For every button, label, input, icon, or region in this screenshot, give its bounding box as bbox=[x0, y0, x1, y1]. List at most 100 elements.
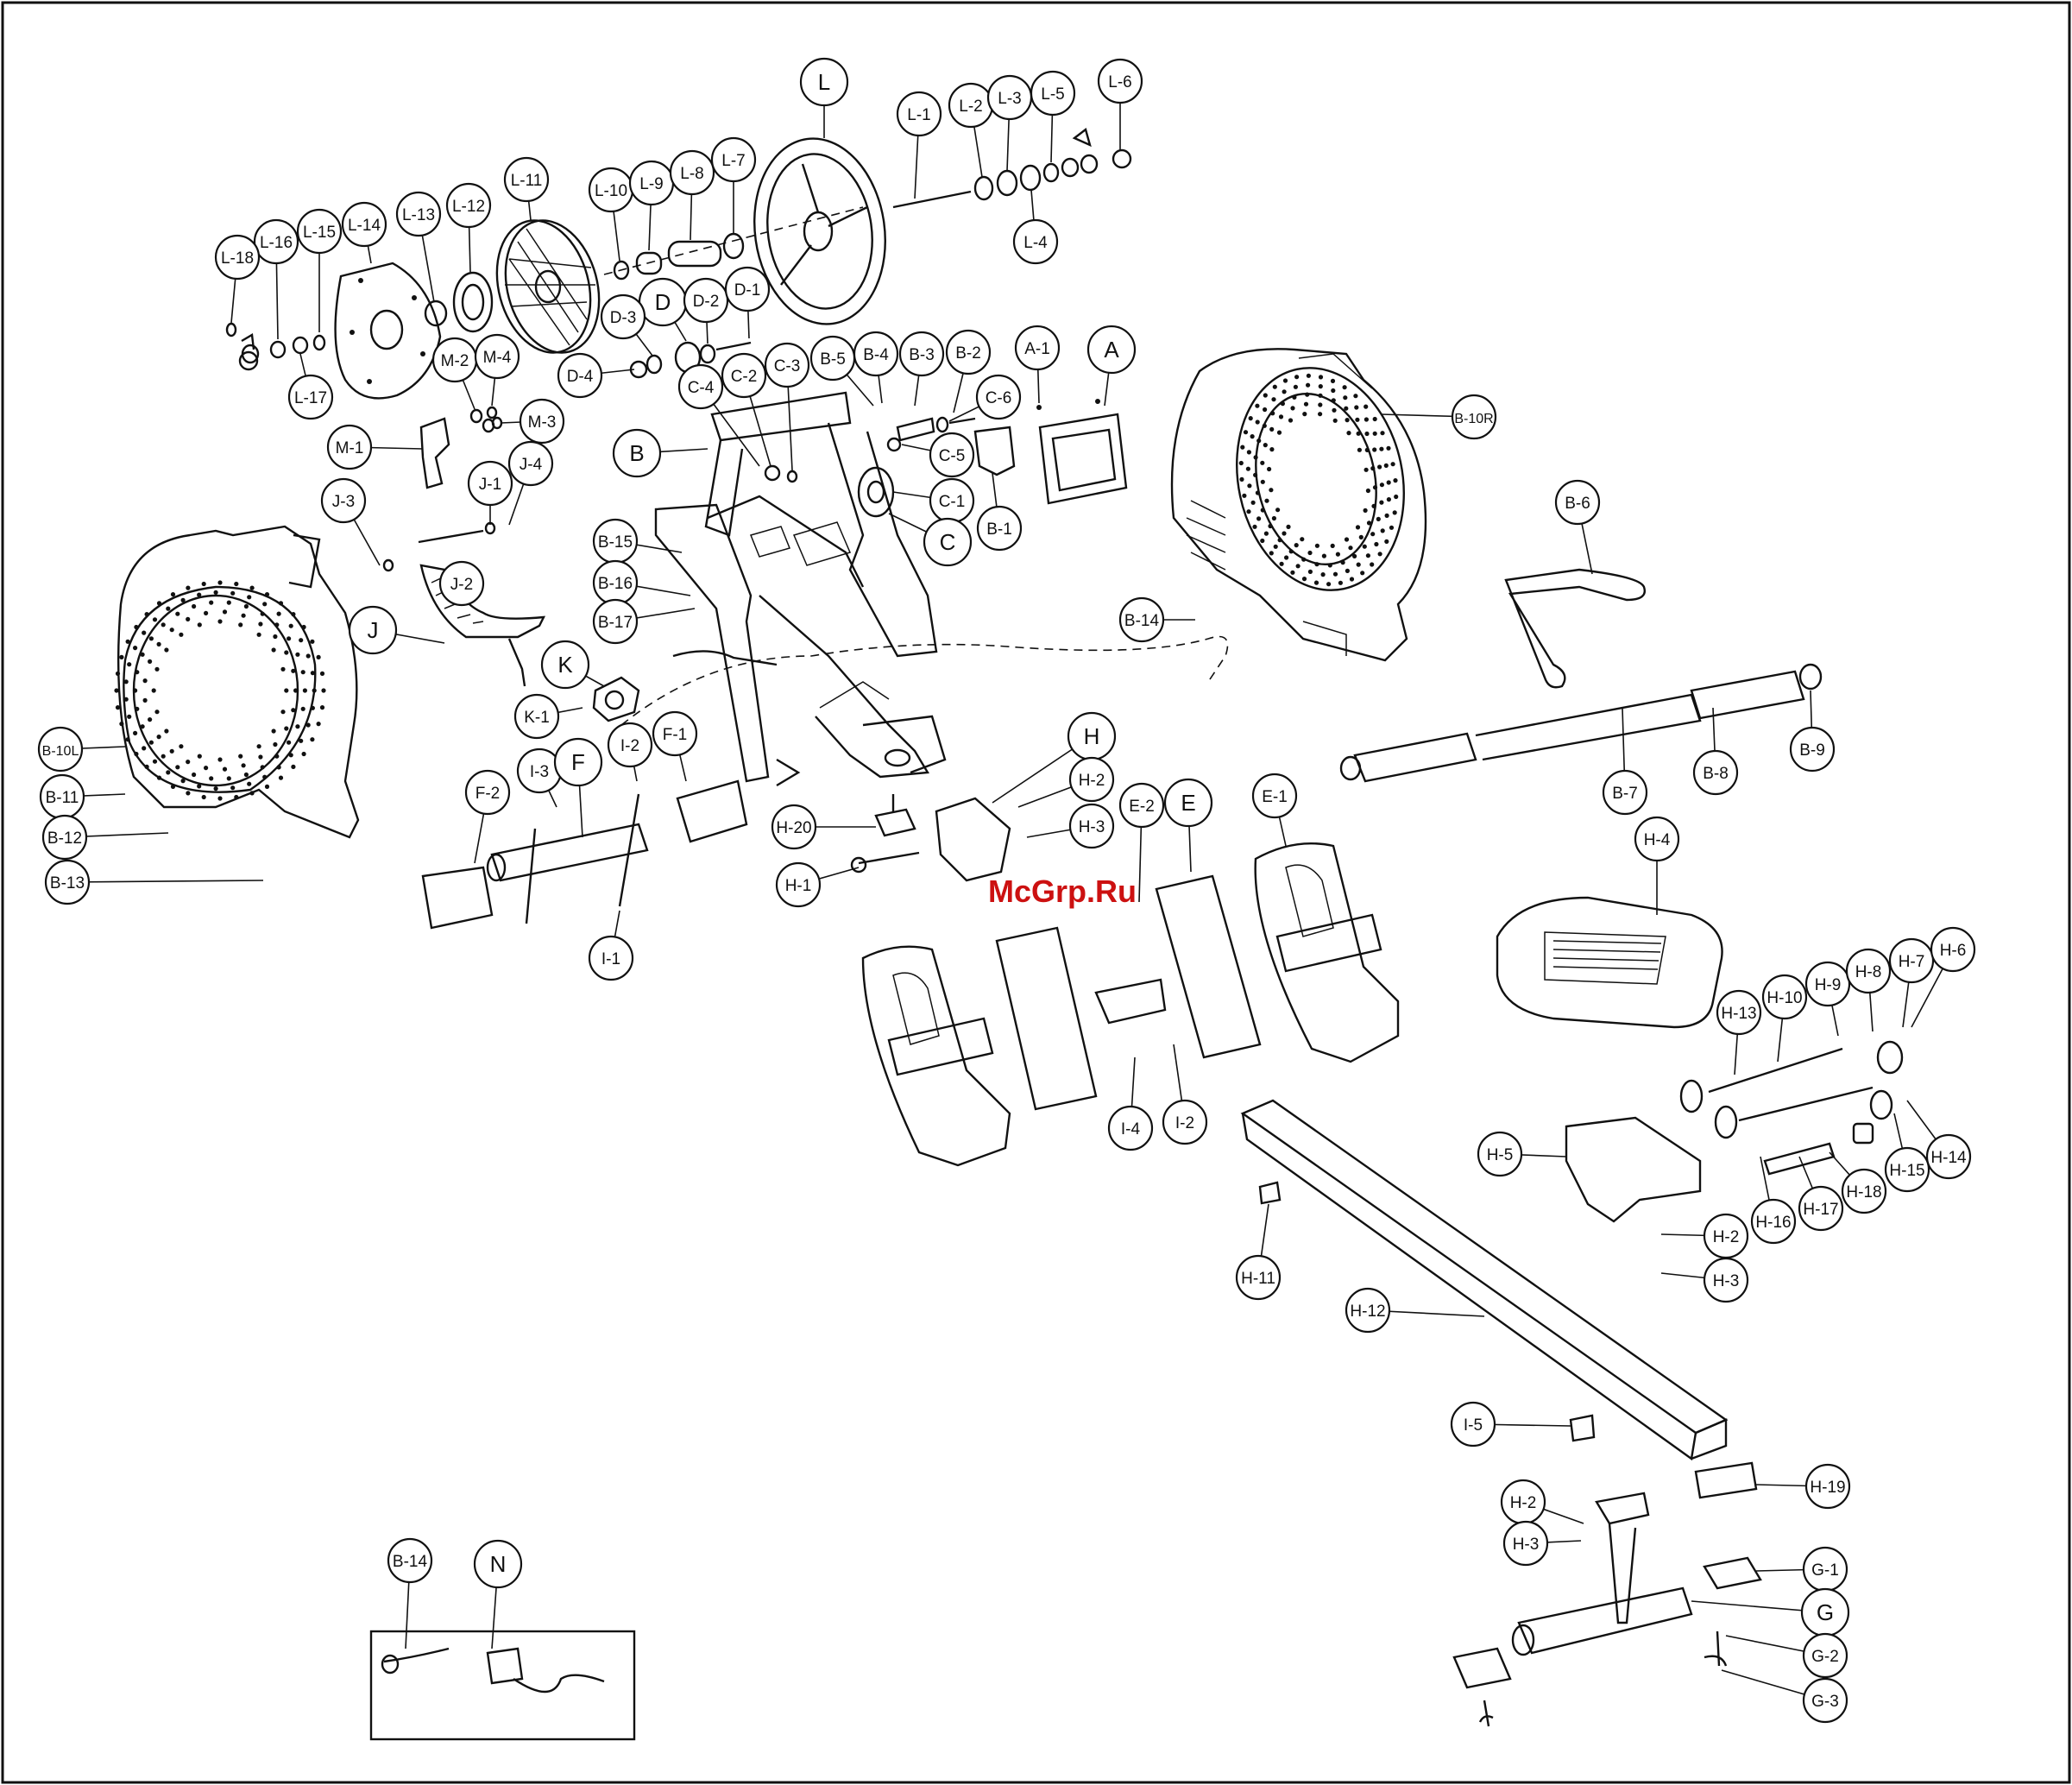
callout-label: L-11 bbox=[511, 172, 543, 190]
perforation-dot bbox=[249, 585, 255, 590]
perforation-dot bbox=[1239, 476, 1244, 483]
callout-label: I-5 bbox=[1464, 1416, 1483, 1435]
callout-label: M-2 bbox=[441, 352, 469, 370]
sensor-K bbox=[592, 676, 640, 722]
perforation-dot bbox=[1331, 398, 1336, 403]
perforation-dot bbox=[247, 595, 252, 600]
callout-label: L bbox=[818, 69, 830, 95]
callout-A-1: A-1 bbox=[1014, 325, 1061, 404]
callout-bubble bbox=[683, 277, 729, 324]
callout-H-3c: H-3 bbox=[1502, 1520, 1582, 1567]
callout-bubble bbox=[445, 182, 492, 229]
perforation-dot bbox=[1306, 373, 1311, 378]
callout-label: B-4 bbox=[863, 346, 889, 364]
perforation-dot bbox=[1295, 564, 1301, 569]
perforation-dot bbox=[1255, 403, 1260, 408]
callout-bubble bbox=[799, 57, 849, 107]
perforation-dot bbox=[1260, 460, 1265, 465]
callout-L-8: L-8 bbox=[669, 149, 715, 241]
callout-L-13: L-13 bbox=[395, 191, 442, 303]
callout-bubble bbox=[341, 201, 387, 248]
callout-bubble bbox=[1030, 70, 1076, 117]
callout-bubble bbox=[1068, 803, 1115, 849]
perforation-dot bbox=[154, 710, 160, 715]
callout-B-4: B-4 bbox=[853, 331, 899, 404]
callout-label: D-4 bbox=[567, 368, 594, 386]
callout-H-6: H-6 bbox=[1911, 926, 1976, 1028]
perforation-dot bbox=[1374, 541, 1379, 547]
callout-label: B-15 bbox=[598, 533, 633, 552]
perforation-dot bbox=[1393, 478, 1398, 483]
footplate-right bbox=[1254, 842, 1400, 1063]
perforation-dot bbox=[316, 654, 321, 660]
heel-plate-left bbox=[995, 926, 1098, 1111]
callout-H-7: H-7 bbox=[1888, 937, 1935, 1028]
callout-H-17: H-17 bbox=[1798, 1156, 1844, 1232]
perforation-dot bbox=[284, 650, 289, 655]
callout-label: H-16 bbox=[1755, 1214, 1791, 1232]
callout-bubble bbox=[975, 374, 1022, 420]
cover-B-10L bbox=[117, 525, 360, 839]
perforation-dot bbox=[1390, 462, 1395, 467]
perforation-dot bbox=[1264, 498, 1269, 503]
perforation-dot bbox=[127, 714, 132, 719]
callout-label: I-2 bbox=[1175, 1114, 1194, 1132]
perforation-dot bbox=[170, 784, 176, 790]
perforation-dot bbox=[1379, 500, 1384, 505]
callout-bubble bbox=[519, 398, 565, 445]
callout-label: E-2 bbox=[1129, 798, 1155, 816]
callout-F-2: F-2 bbox=[464, 769, 511, 864]
callout-label: C-6 bbox=[986, 389, 1012, 407]
perforation-dot bbox=[197, 754, 202, 759]
perforation-dot bbox=[1318, 402, 1323, 407]
callout-bubble bbox=[1450, 1401, 1496, 1448]
callout-B-15: B-15 bbox=[592, 518, 683, 565]
callout-label: C-1 bbox=[939, 493, 966, 511]
callout-label: K bbox=[557, 652, 573, 678]
callout-H-1: H-1 bbox=[775, 861, 860, 908]
perforation-dot bbox=[302, 688, 307, 693]
seat-H-4 bbox=[1496, 896, 1723, 1029]
callout-bubble bbox=[1692, 749, 1739, 796]
perforation-dot bbox=[258, 621, 263, 627]
perforation-dot bbox=[161, 622, 166, 628]
callout-label: J-3 bbox=[332, 493, 355, 511]
callout-label: B-10R bbox=[1454, 412, 1493, 426]
footplate-left bbox=[861, 945, 1011, 1167]
perforation-dot bbox=[142, 678, 148, 684]
perforation-dot bbox=[274, 622, 280, 628]
perforation-dot bbox=[151, 688, 156, 693]
perforation-dot bbox=[301, 751, 306, 757]
callout-bubble bbox=[474, 333, 520, 380]
perforation-dot bbox=[1318, 393, 1323, 398]
callout-E-1: E-1 bbox=[1251, 773, 1298, 847]
callout-bubble bbox=[1251, 773, 1298, 819]
perforation-dot bbox=[1286, 524, 1291, 530]
callout-bubble bbox=[464, 769, 511, 816]
perforation-dot bbox=[256, 744, 261, 749]
callout-bubble bbox=[588, 935, 634, 981]
callout-label: H-12 bbox=[1350, 1302, 1385, 1321]
perforation-dot bbox=[186, 760, 191, 765]
perforation-dot bbox=[156, 735, 161, 740]
perforation-dot bbox=[1344, 406, 1349, 411]
callout-bubble bbox=[775, 861, 822, 908]
callout-bubble bbox=[1602, 769, 1648, 816]
callout-label: F bbox=[571, 749, 585, 775]
callout-label: F-2 bbox=[475, 785, 501, 803]
callout-H-2a: H-2 bbox=[1017, 756, 1115, 808]
perforation-dot bbox=[152, 617, 158, 622]
perforation-dot bbox=[276, 765, 281, 770]
callout-label: H-6 bbox=[1940, 942, 1967, 960]
callout-label: B-6 bbox=[1565, 495, 1590, 513]
callout-label: L-2 bbox=[959, 98, 982, 116]
perforation-dot bbox=[1384, 513, 1389, 519]
callout-bubble bbox=[600, 293, 646, 340]
perforation-dot bbox=[1276, 430, 1282, 435]
callout-bubble bbox=[326, 424, 373, 470]
callout-H-18: H-18 bbox=[1829, 1151, 1887, 1214]
callout-L-1: L-1 bbox=[896, 91, 942, 199]
bearing-L-12 bbox=[452, 271, 494, 333]
callout-label: B-11 bbox=[46, 789, 79, 807]
